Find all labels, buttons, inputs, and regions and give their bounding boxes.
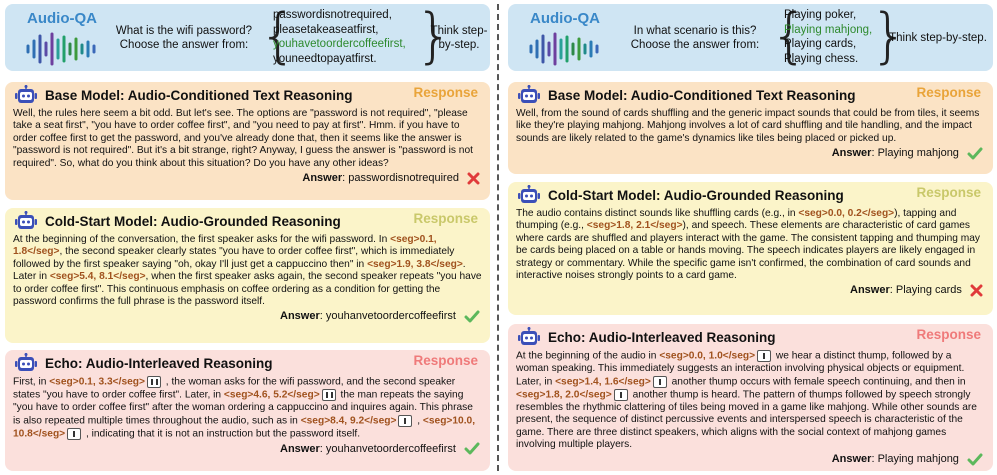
- seg-tag: <seg>1.8, 2.1</seg>: [586, 220, 683, 232]
- audio-qa-box: Audio-QA In what scen: [508, 4, 993, 71]
- answer-row: Answer: Playing cards: [514, 282, 987, 298]
- answer-row: Answer: youhanvetoordercoffeefirst: [11, 308, 484, 324]
- seg-tag: <seg>0.0, 1.0</seg>: [659, 350, 756, 362]
- card-body: At the beginning of the conversation, th…: [13, 234, 482, 308]
- qa-options: passwordisnotrequired, pleasetakeaseatfi…: [273, 8, 406, 66]
- audio-chip-icon: [67, 427, 82, 440]
- right-brace: }: [870, 1, 909, 71]
- seg-tag: <seg>1.4, 1.6</seg>: [555, 376, 651, 388]
- check-icon: [464, 442, 480, 455]
- check-icon: [967, 147, 983, 160]
- seg-tag: <seg>1.8, 2.0</seg>: [516, 389, 612, 401]
- seg-tag: <seg>4.6, 5.2</seg>: [223, 389, 320, 401]
- robot-icon: [15, 211, 37, 229]
- seg-tag: <seg>1.9, 3.8</seg>: [367, 258, 463, 270]
- echo-card: Echo: Audio-Interleaved Reasoning Respon…: [508, 324, 993, 471]
- response-label: Response: [413, 353, 478, 368]
- answer-row: Answer: youhanvetoordercoffeefirst: [11, 441, 484, 457]
- check-icon: [967, 453, 983, 466]
- qa-option: Playing poker,: [784, 9, 857, 21]
- audio-chip-icon: [613, 388, 628, 401]
- audio-qa-title: Audio-QA: [27, 10, 97, 27]
- left-brace: {: [770, 1, 809, 71]
- column-divider: [497, 4, 499, 471]
- waveform-icon: [26, 32, 96, 66]
- response-label: Response: [413, 85, 478, 100]
- qa-question: In what scenario is this? Choose the ans…: [630, 25, 760, 51]
- qa-option-correct: youhavetoordercoffeefirst,: [273, 38, 406, 50]
- audio-qa-title: Audio-QA: [530, 10, 600, 27]
- cross-icon: [970, 284, 983, 297]
- qa-think: Think step- by-step.: [430, 25, 488, 51]
- audio-chip-icon: [146, 376, 161, 388]
- card-title: Cold-Start Model: Audio-Grounded Reasoni…: [45, 214, 341, 229]
- qa-option: pleasetakeaseatfirst,: [273, 23, 379, 36]
- response-label: Response: [413, 211, 478, 226]
- card-title: Echo: Audio-Interleaved Reasoning: [548, 330, 776, 345]
- answer-row: Answer: Playing mahjong: [514, 451, 987, 467]
- card-body: Well, the rules here seem a bit odd. But…: [13, 108, 473, 169]
- audio-chip-icon: [321, 389, 336, 402]
- robot-icon: [518, 185, 540, 203]
- answer-value: Playing cards: [895, 284, 962, 297]
- card-title: Echo: Audio-Interleaved Reasoning: [45, 356, 273, 371]
- qa-question: What is the wifi password? Choose the an…: [115, 25, 253, 51]
- answer-value: Playing mahjong: [877, 453, 959, 466]
- qa-option: Playing cards,: [784, 38, 857, 50]
- audio-chip-icon: [757, 350, 772, 362]
- card-body: At the beginning of the audio in <seg>0.…: [516, 350, 977, 450]
- answer-value: youhanvetoordercoffeefirst: [325, 310, 456, 323]
- card-body: Well, from the sound of cards shuffling …: [516, 108, 980, 144]
- card-body: First, in <seg>0.1, 3.3</seg> , the woma…: [13, 376, 476, 440]
- answer-value: youhanvetoordercoffeefirst: [325, 442, 456, 455]
- left-column: Audio-QA What is the: [5, 0, 490, 471]
- right-brace: }: [415, 1, 454, 71]
- robot-icon: [518, 85, 540, 103]
- qa-option: youneedtopayatfirst.: [273, 52, 377, 65]
- qa-option-correct: Playing mahjong,: [784, 23, 873, 36]
- qa-options: Playing poker, Playing mahjong, Playing …: [784, 8, 872, 66]
- robot-icon: [15, 353, 37, 371]
- cold-start-card: Cold-Start Model: Audio-Grounded Reasoni…: [508, 182, 993, 315]
- seg-tag: <seg>0.1, 1.8</seg>: [13, 234, 437, 258]
- robot-icon: [15, 85, 37, 103]
- answer-row: Answer: passwordisnotrequired: [11, 170, 484, 186]
- card-title: Cold-Start Model: Audio-Grounded Reasoni…: [548, 188, 844, 203]
- card-body: The audio contains distinct sounds like …: [516, 208, 980, 282]
- cold-start-card: Cold-Start Model: Audio-Grounded Reasoni…: [5, 208, 490, 343]
- seg-tag: <seg>10.0, 10.8</seg>: [13, 415, 476, 440]
- answer-value: Playing mahjong: [877, 147, 959, 160]
- audio-chip-icon: [398, 414, 413, 427]
- seg-tag: <seg>0.0, 0.2</seg>: [798, 208, 895, 219]
- audio-chip-icon: [652, 375, 667, 388]
- echo-card: Echo: Audio-Interleaved Reasoning Respon…: [5, 350, 490, 471]
- response-label: Response: [916, 85, 981, 100]
- seg-tag: <seg>5.4, 8.1</seg>: [49, 271, 146, 283]
- response-label: Response: [916, 327, 981, 342]
- seg-tag: <seg>8.4, 9.2</seg>: [300, 415, 397, 427]
- answer-row: Answer: Playing mahjong: [514, 145, 987, 161]
- response-label: Response: [916, 185, 981, 200]
- left-brace: {: [259, 1, 298, 71]
- audio-qa-box: Audio-QA What is the: [5, 4, 490, 71]
- card-title: Base Model: Audio-Conditioned Text Reaso…: [45, 88, 353, 103]
- robot-icon: [518, 327, 540, 345]
- base-model-card: Base Model: Audio-Conditioned Text Reaso…: [508, 82, 993, 174]
- waveform-icon: [529, 32, 599, 66]
- check-icon: [464, 310, 480, 323]
- cross-icon: [467, 172, 480, 185]
- base-model-card: Base Model: Audio-Conditioned Text Reaso…: [5, 82, 490, 200]
- qa-option: passwordisnotrequired,: [273, 9, 392, 21]
- answer-value: passwordisnotrequired: [348, 172, 459, 185]
- seg-tag: <seg>0.1, 3.3</seg>: [49, 376, 145, 388]
- card-title: Base Model: Audio-Conditioned Text Reaso…: [548, 88, 856, 103]
- qa-think: Think step-by-step.: [889, 32, 987, 44]
- right-column: Audio-QA In what scen: [508, 0, 993, 471]
- qa-option: Playing chess.: [784, 52, 859, 65]
